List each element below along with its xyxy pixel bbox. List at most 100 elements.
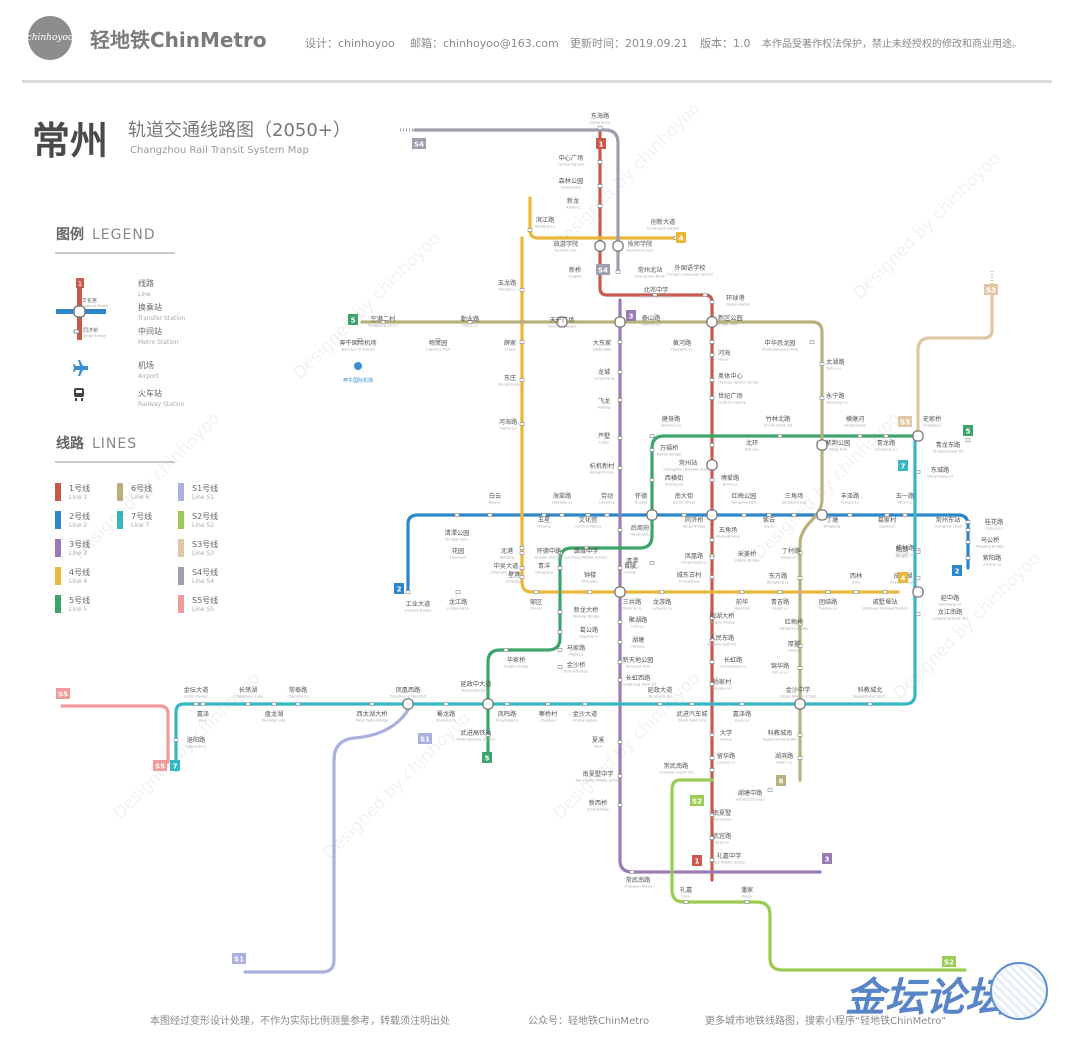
- station-name-en: Qingji Lu: [772, 607, 788, 611]
- transfer-node: [794, 698, 806, 710]
- station-node: [585, 513, 591, 517]
- station-name: 金沙中学: [786, 686, 811, 694]
- station-name: 横林路: [896, 544, 915, 552]
- station-node: [583, 546, 589, 550]
- station-name-en: Jinhua Lu: [771, 671, 788, 675]
- station-name-en: Daxue: [720, 738, 732, 742]
- station-node: [597, 126, 603, 130]
- station-name-en: Haitang Lu: [552, 501, 571, 505]
- station-node: [777, 590, 783, 594]
- station-node: [519, 288, 525, 292]
- station-name: 团结路: [819, 598, 838, 606]
- station-node: [709, 768, 715, 772]
- line-swatch: [55, 483, 61, 501]
- station-name-en: West Taihu Bridge: [356, 719, 389, 723]
- station-name-en: Hongmei Park: [731, 501, 757, 505]
- station-node: [545, 702, 551, 706]
- station-name: 聚湖路: [629, 616, 648, 624]
- station-name-en: Qinglong East Rd: [933, 450, 964, 454]
- station-name: 凤鸣路: [498, 710, 517, 718]
- station-name: 新龙: [567, 197, 579, 205]
- station-node: [617, 436, 623, 440]
- station-node: [702, 293, 708, 297]
- station-name-en: Kejiaocheng South: [763, 738, 796, 742]
- map-subtitle: 轨道交通线路图（2050+）: [128, 120, 351, 141]
- transfer-node: [556, 316, 568, 328]
- station-node: [443, 702, 449, 706]
- station-name-en: Changtai Lu: [287, 695, 309, 699]
- station-name: 怀德: [635, 492, 647, 500]
- station-name: 金坛大道: [184, 686, 209, 694]
- line-badge-label: S5: [58, 691, 68, 699]
- route-line-s2: [670, 778, 967, 972]
- station-name-en: Lucheng Middle School: [565, 556, 606, 560]
- station-node: [604, 513, 610, 517]
- station-name: 寨桥村: [539, 710, 558, 718]
- station-name: 海棠路: [553, 492, 572, 500]
- station-name-en: Hubin Lu: [776, 761, 792, 765]
- line-swatch: [55, 539, 61, 557]
- station-name: 青龙路: [877, 439, 896, 447]
- station-name: 南大街: [675, 492, 694, 500]
- station-name-en: Olympic Sports Center: [718, 381, 759, 385]
- station-name: 五一路: [896, 492, 915, 500]
- station-name-en: Tuanjie Lu: [818, 607, 837, 611]
- station-node: [797, 622, 803, 626]
- line-badge-label: 2: [397, 586, 402, 594]
- station-name-en: Changhong Lu: [720, 665, 746, 669]
- station-name: 红梅公园: [732, 492, 757, 500]
- line-badge: [596, 264, 610, 275]
- station-node: [797, 756, 803, 760]
- station-name-en: Tourism Coll.: [554, 249, 578, 253]
- line-badge: [626, 310, 636, 321]
- legend-line-badge: [76, 278, 84, 288]
- legend-transfer-icon: [73, 305, 86, 318]
- station-name-en: Wujin Auto City: [678, 719, 707, 723]
- station-name-en: Shulong Lu: [436, 719, 456, 723]
- station-name-en: Xinxi Bridge: [587, 808, 610, 812]
- station-name: 丰泽路: [841, 492, 860, 500]
- copyright-notice: 本作品受著作权法保护，禁止未经授权的修改和商业用途。: [762, 39, 1022, 50]
- station-name: 芦墅: [598, 432, 610, 440]
- station-node: [617, 640, 623, 644]
- station-name: 环球港: [726, 294, 745, 302]
- station-node: [519, 340, 525, 344]
- line-badge: [690, 795, 704, 806]
- station-node: [559, 513, 565, 517]
- station-name-en: Kejiaocheng North: [853, 695, 886, 699]
- line-label: S4号线: [192, 568, 219, 577]
- station-name: 武进高铁站: [461, 729, 492, 737]
- transfer-node: [912, 430, 924, 442]
- station-node: [884, 513, 890, 517]
- station-name-en: Beihuan: [745, 448, 760, 452]
- station-node: [709, 538, 715, 542]
- station-name-en: Changwu Nanlu: [624, 885, 652, 889]
- transfer-node: [646, 509, 658, 521]
- station-name-en: Xiheng Jie: [665, 483, 684, 487]
- station-name: 新龙大桥: [574, 606, 599, 614]
- station-name: 世纪广场: [718, 392, 743, 400]
- legend-station-icon: [73, 329, 80, 334]
- station-name-en: Jinsha Middle School: [779, 695, 817, 699]
- transfer-node: [482, 698, 494, 710]
- station-name-en: Sanjiaochang: [782, 501, 806, 505]
- station-node: [527, 228, 533, 232]
- version-info: 版本：1.0: [700, 37, 751, 50]
- station-name-en: Global Harbor: [726, 303, 751, 307]
- line-swatch: [55, 595, 61, 613]
- transfer-node: [706, 316, 718, 328]
- station-node: [819, 362, 825, 366]
- footer-wechat: 公众号：轻地铁ChinMetro: [528, 1016, 650, 1027]
- station-node: [791, 513, 797, 517]
- station-node: [915, 576, 921, 580]
- station-node: [883, 434, 889, 438]
- station-node: [902, 513, 908, 517]
- station-name: 湖滨路: [775, 752, 794, 760]
- station-name-en: Zhaiqiao: [540, 719, 556, 723]
- station-name-en: Houao: [788, 649, 800, 653]
- station-name: 湖塘中路: [738, 789, 764, 797]
- station-name: 清潭公园: [445, 529, 470, 537]
- transfer-node: [706, 459, 718, 471]
